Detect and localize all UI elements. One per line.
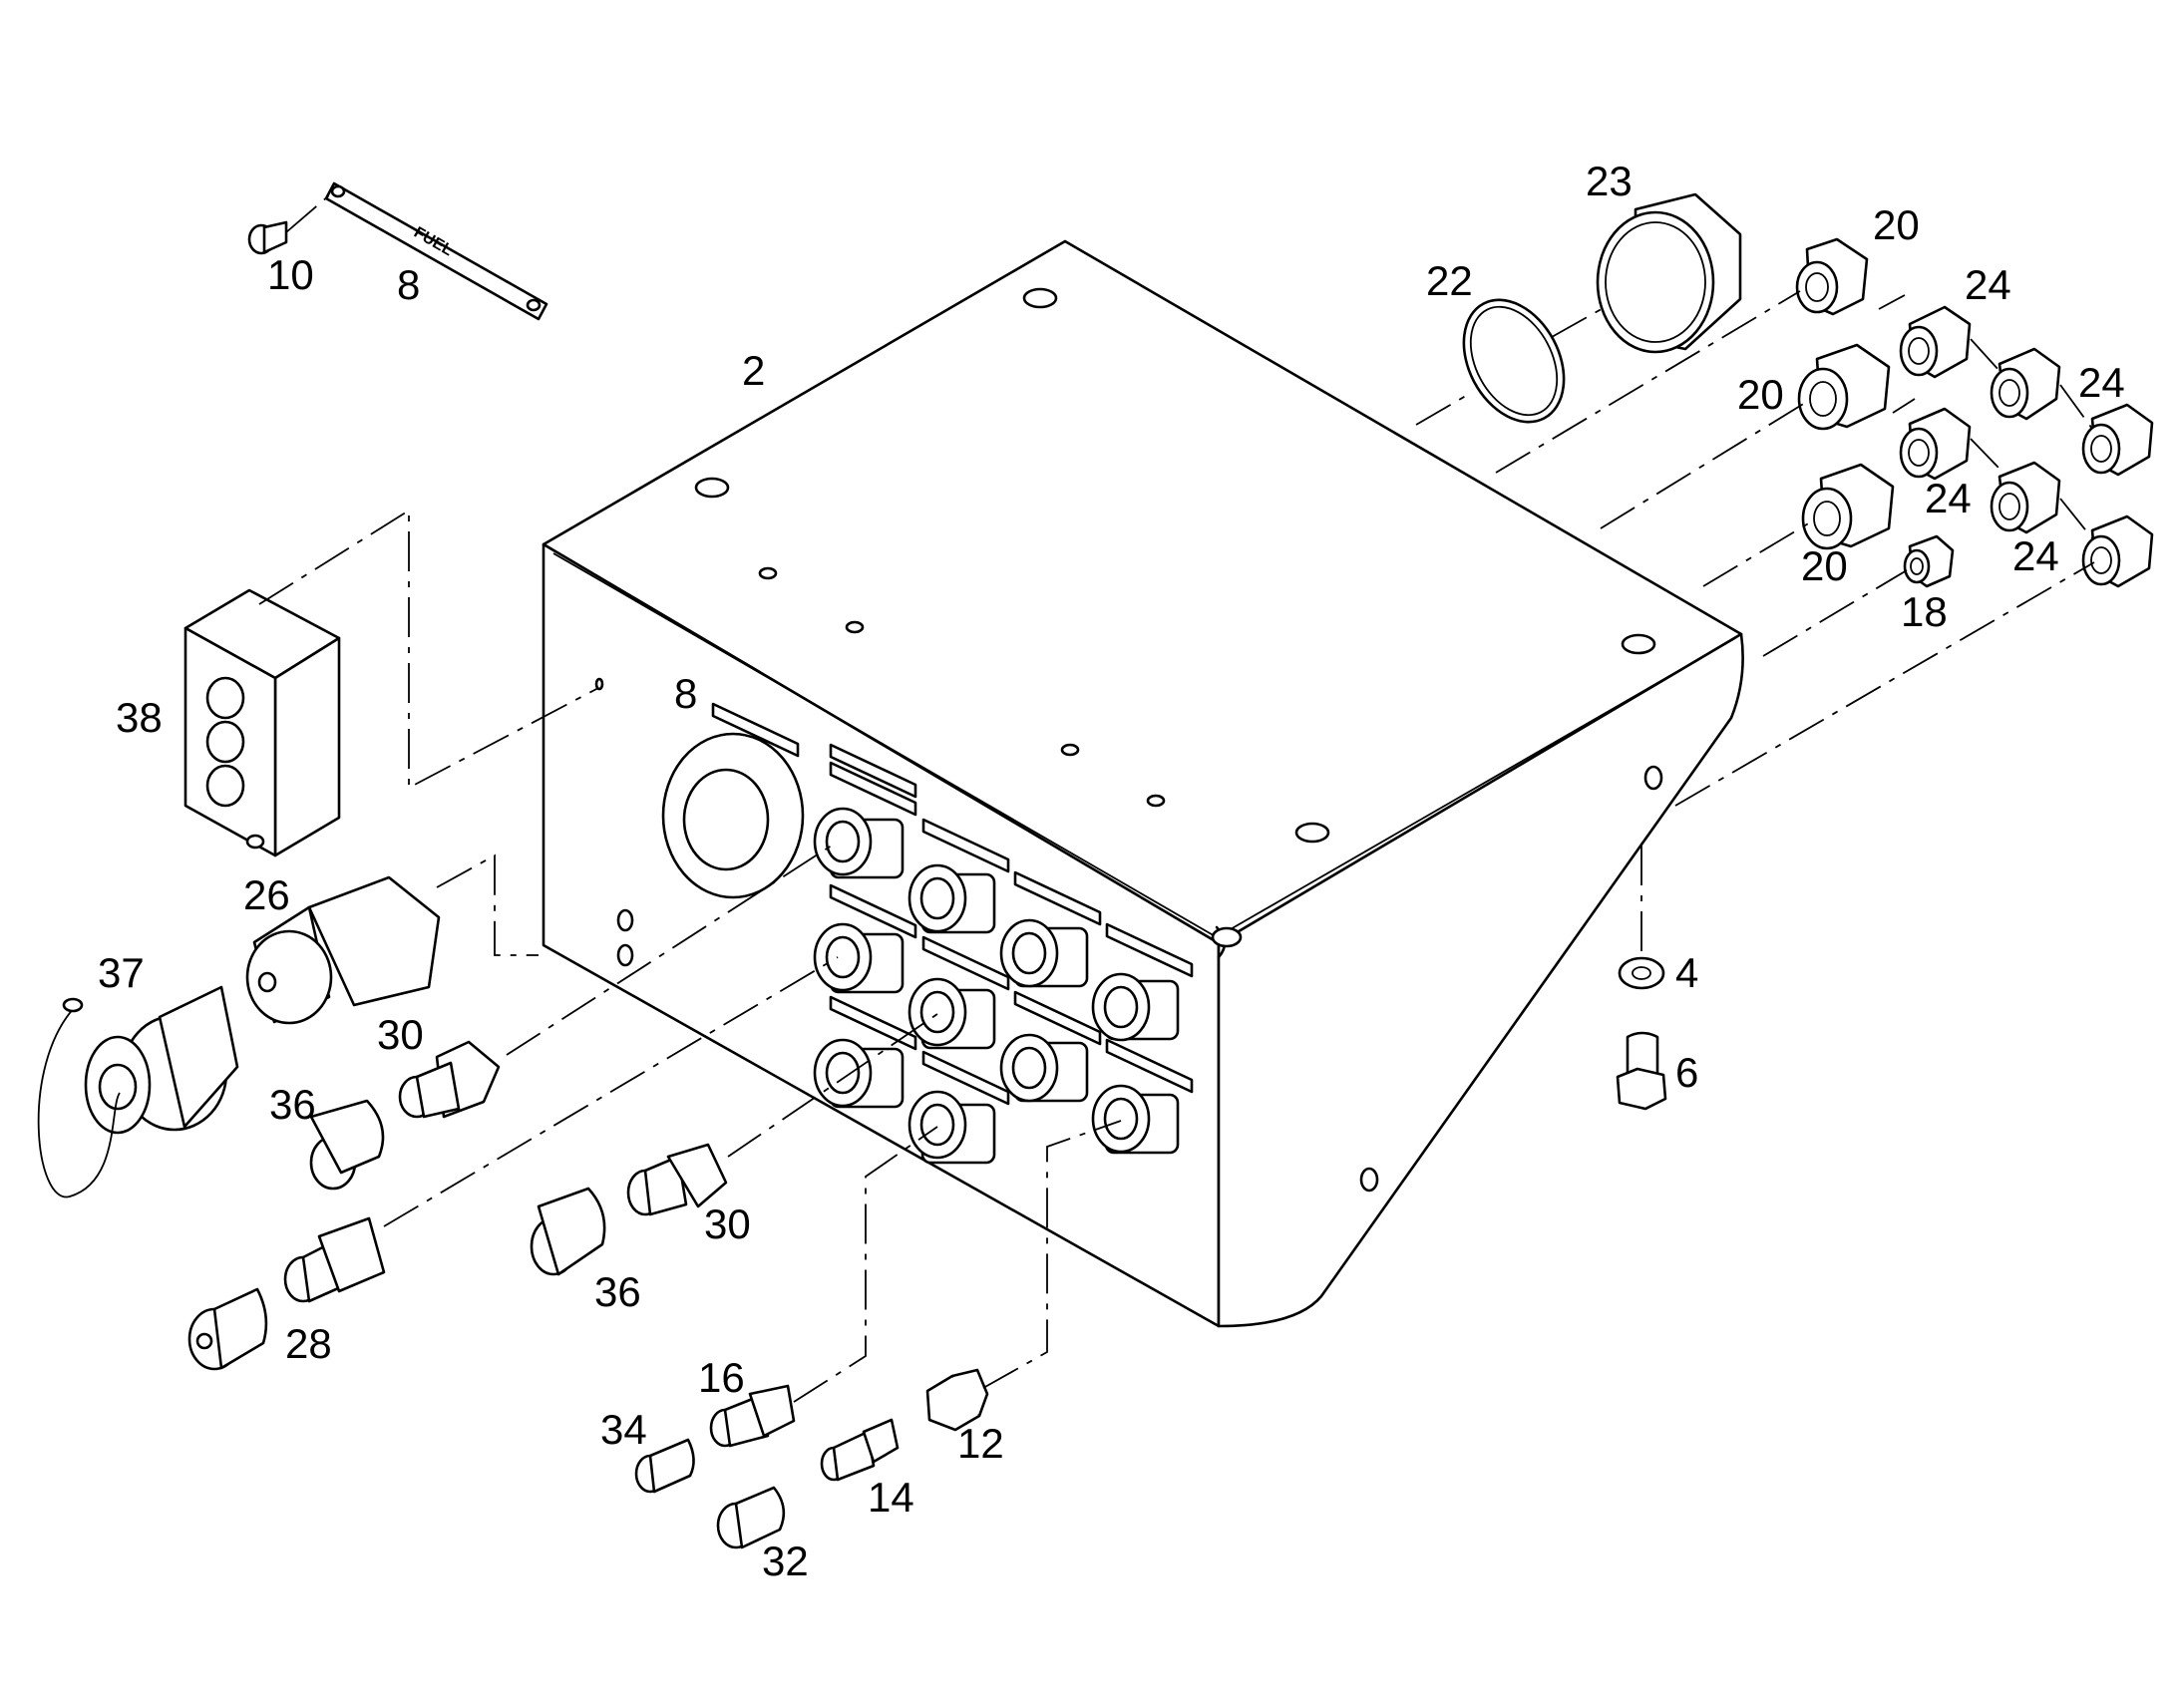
o-ring: [1462, 298, 1566, 424]
fitting-24-c: [1899, 407, 1972, 481]
fitting-24-d: [2081, 403, 2154, 477]
plug-36-lower: [530, 1187, 606, 1276]
callout-30-lower: 30: [704, 1200, 751, 1247]
callout-32: 32: [762, 1537, 809, 1584]
callout-23: 23: [1586, 158, 1633, 204]
fitting-30-upper: [398, 1040, 501, 1119]
callout-20-mid: 20: [1737, 371, 1784, 418]
label-plates: [711, 702, 1194, 1106]
large-nut: [1596, 192, 1742, 354]
plug-34: [634, 1438, 695, 1494]
fitting-12: [925, 1368, 989, 1432]
callout-24-b: 24: [2078, 359, 2125, 406]
callout-30-upper: 30: [377, 1011, 424, 1058]
bolt: [1616, 1031, 1667, 1111]
washer: [1618, 956, 1665, 990]
callout-24-d: 24: [2012, 532, 2059, 579]
callout-8-plate: 8: [397, 261, 420, 308]
fitting-16: [709, 1384, 796, 1448]
callout-24-a: 24: [1965, 261, 2011, 308]
callout-34: 34: [600, 1406, 647, 1453]
callout-22: 22: [1426, 257, 1473, 304]
callout-37: 37: [98, 949, 145, 996]
callout-36-upper: 36: [269, 1081, 316, 1128]
fitting-20-c: [1801, 463, 1895, 550]
large-port: [661, 732, 805, 899]
callout-24-c: 24: [1925, 475, 1972, 521]
fitting-18: [1903, 534, 1955, 588]
plug-32: [716, 1486, 786, 1549]
callout-6: 6: [1675, 1049, 1698, 1096]
callout-36-lower: 36: [594, 1268, 641, 1315]
callout-12: 12: [957, 1420, 1004, 1467]
rivet: [247, 220, 288, 255]
fitting-24-f: [2081, 514, 2154, 588]
callout-8-box: 8: [674, 670, 697, 717]
fitting-30-lower: [626, 1143, 728, 1216]
port-grid: [813, 807, 1180, 1165]
callout-20-top: 20: [1873, 201, 1920, 248]
callout-28: 28: [285, 1320, 332, 1367]
plug-36-upper: [309, 1099, 385, 1191]
callout-20-bottom: 20: [1801, 542, 1848, 589]
callout-14: 14: [868, 1474, 914, 1521]
dust-cap: [37, 985, 239, 1198]
fitting-24-b: [1990, 347, 2061, 421]
fitting-24-a: [1899, 305, 1972, 379]
callout-4: 4: [1675, 949, 1698, 996]
callout-38: 38: [116, 694, 163, 741]
fitting-20-a: [1795, 237, 1869, 316]
callout-labels: 2 4 6 8 8 10 12 14 16 18 20 20 20 22 23 …: [98, 158, 2125, 1584]
fitting-26: [245, 875, 441, 1025]
fitting-28: [283, 1216, 386, 1303]
callout-26: 26: [243, 871, 290, 918]
callout-10: 10: [267, 251, 314, 298]
callout-16: 16: [698, 1354, 745, 1401]
callout-2: 2: [742, 347, 765, 394]
cap-28: [187, 1287, 268, 1371]
fitting-24-e: [1990, 461, 2061, 534]
control-box: [183, 588, 341, 857]
callout-18: 18: [1901, 588, 1948, 635]
fitting-14: [820, 1418, 900, 1482]
fuel-plate: FUEL: [324, 181, 548, 321]
fitting-20-b: [1797, 343, 1891, 431]
